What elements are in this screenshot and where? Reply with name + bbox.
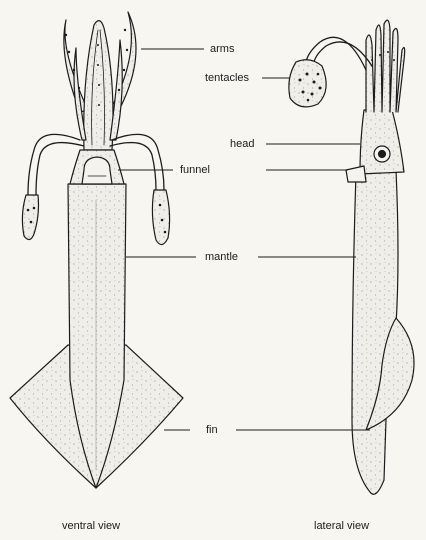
ventral-squid	[10, 12, 183, 488]
label-arms: arms	[210, 43, 234, 55]
ventral-funnel	[82, 157, 112, 184]
label-funnel: funnel	[180, 164, 210, 176]
ventral-right-outer-arm	[110, 12, 136, 112]
ventral-right-club	[152, 190, 169, 245]
label-head: head	[230, 138, 254, 150]
ventral-left-club	[22, 195, 38, 240]
label-mantle: mantle	[205, 251, 238, 263]
caption-lateral-view: lateral view	[314, 520, 369, 532]
lateral-head	[360, 110, 404, 174]
lateral-funnel	[346, 166, 366, 182]
label-tentacles: tentacles	[205, 72, 249, 84]
label-fin: fin	[206, 424, 218, 436]
caption-ventral-view: ventral view	[62, 520, 120, 532]
